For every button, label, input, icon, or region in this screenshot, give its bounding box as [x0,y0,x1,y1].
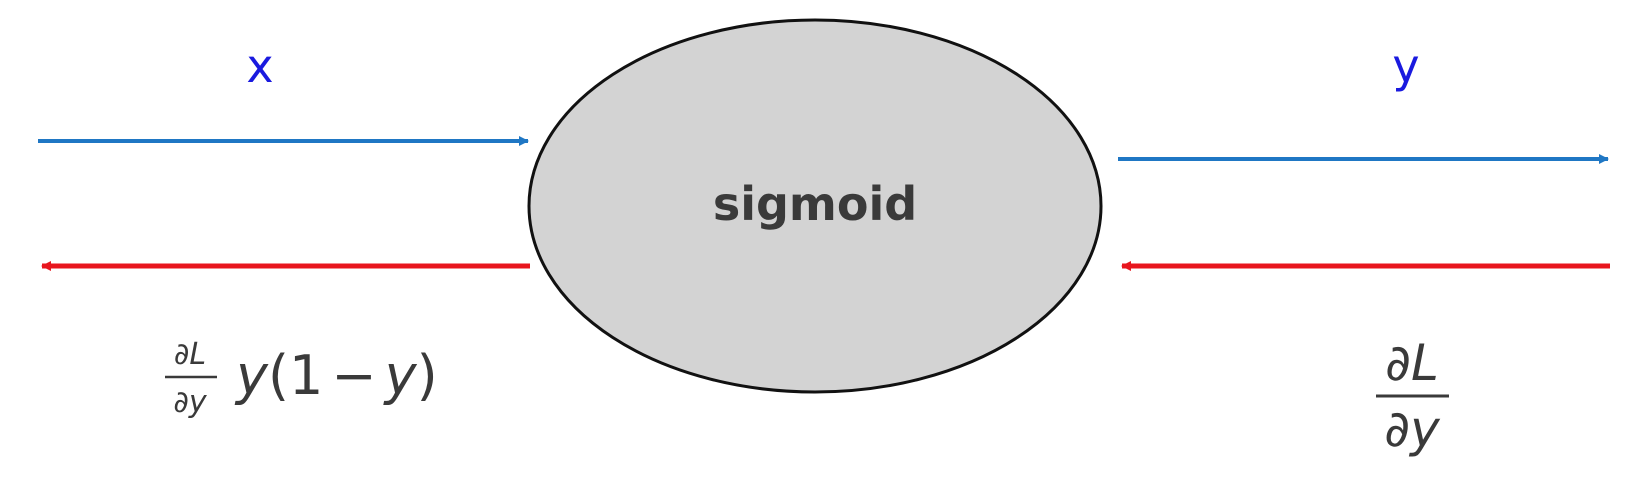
local-grad-inner-y: y [383,344,418,407]
upstream-gradient-expression: ∂L ∂y [1376,334,1449,458]
local-gradient-expression: ∂L ∂y y(1−y) [165,337,438,420]
forward-output-label: y [1392,39,1419,93]
upstream-grad-denominator: ∂y [1384,400,1441,458]
local-grad-minus: − [331,344,376,407]
local-grad-denominator: ∂y [173,385,208,420]
sigmoid-node [527,18,1103,394]
local-grad-one: 1 [289,344,323,407]
local-grad-close-paren: ) [417,344,438,407]
local-grad-product: y(1−y) [234,344,438,407]
sigmoid-node-label: sigmoid [713,177,917,231]
upstream-grad-numerator: ∂L [1385,334,1439,392]
local-grad-factor-y: y [234,344,269,407]
local-grad-open-paren: ( [268,344,289,407]
local-grad-numerator: ∂L [174,337,206,372]
forward-input-label: x [246,39,273,93]
